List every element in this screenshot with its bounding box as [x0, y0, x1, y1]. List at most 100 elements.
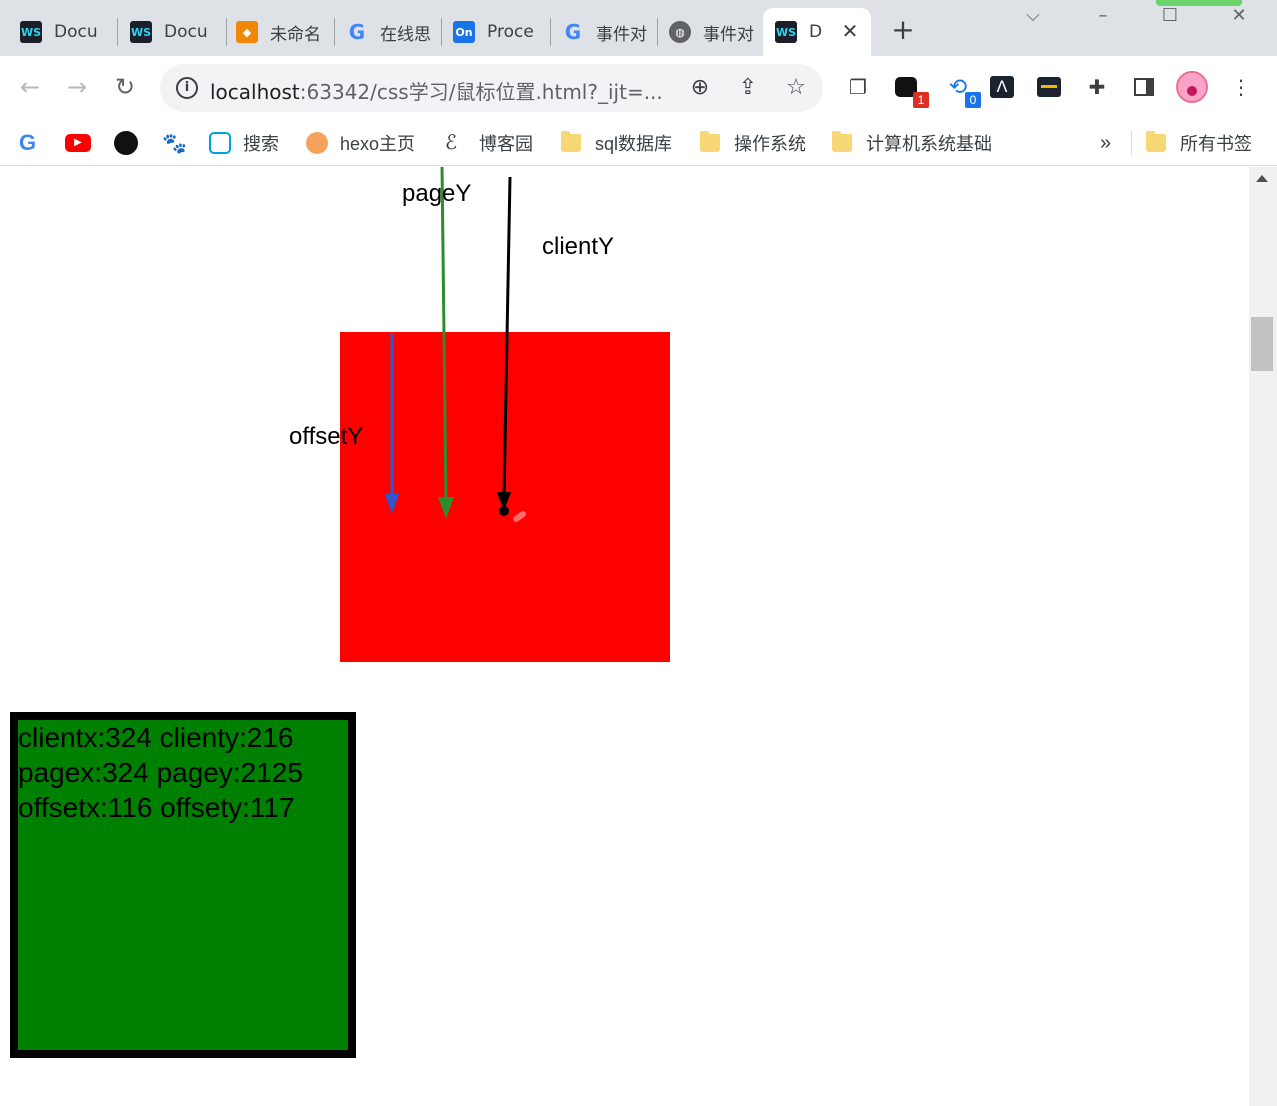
arch-icon[interactable]: Λ: [985, 70, 1019, 104]
tab-separator: [226, 18, 227, 46]
minimize-icon[interactable]: –: [1098, 5, 1108, 26]
page-y-arrow-line: [440, 167, 448, 506]
folder-glyph: [561, 131, 581, 152]
url-path: :63342/css学习/鼠标位置.html?_ijt=...: [299, 80, 663, 104]
scroll-up-arrow-icon[interactable]: [1256, 175, 1268, 182]
tab-5[interactable]: On Proce: [441, 8, 541, 56]
forward-icon[interactable]: →: [66, 73, 88, 101]
info-box: clientx:324 clienty:216 pagex:324 pagey:…: [10, 712, 356, 1058]
back-icon[interactable]: ←: [19, 73, 41, 101]
close-window-icon[interactable]: ✕: [1231, 5, 1247, 26]
google-icon: G: [348, 20, 366, 44]
bookmark-google[interactable]: G: [19, 129, 36, 157]
close-tab-icon[interactable]: ✕: [841, 19, 859, 43]
bookmarks-bar: G ▶ 🐾 搜索 hexo主页 ℰ 博客园 sql数据库 操作系统 计算机系统基…: [0, 120, 1277, 166]
tab-separator: [657, 18, 658, 46]
bookmarks-separator: [1131, 131, 1132, 155]
avatar-mouth: [1187, 86, 1197, 96]
screen-glyph: [1037, 77, 1061, 97]
client-y-label: clientY: [542, 233, 615, 260]
tab-separator: [117, 18, 118, 46]
all-bookmarks-folder[interactable]: 所有书签: [1146, 129, 1252, 157]
processon-icon: On: [453, 21, 475, 43]
google-icon: G: [564, 20, 582, 44]
bookmark-folder-csapp[interactable]: 计算机系统基础: [832, 129, 992, 157]
client-coords-text: clientx:324 clienty:216: [18, 722, 294, 753]
webstorm-icon: WS: [775, 21, 797, 43]
profile-avatar[interactable]: [1175, 70, 1209, 104]
offset-y-arrow: [385, 333, 399, 514]
tab-title: 事件对: [596, 24, 647, 45]
url-host: localhost: [210, 80, 300, 104]
tab-title: D: [809, 22, 823, 42]
bookmark-label: 博客园: [479, 134, 533, 154]
tab-2[interactable]: WS Docu: [118, 8, 218, 56]
tab-active[interactable]: WS D ✕: [763, 8, 871, 56]
folder-icon: [700, 131, 722, 154]
extension-2-icon[interactable]: ⟲ 0: [941, 70, 981, 108]
tab-title: Proce: [487, 22, 534, 42]
page-viewport[interactable]: clientx:324 clienty:216 pagex:324 pagey:…: [0, 167, 1249, 1106]
tab-separator: [550, 18, 551, 46]
tab-manager-icon[interactable]: ❐: [849, 75, 867, 99]
folder-glyph: [700, 131, 720, 152]
tab-title: 未命名: [270, 24, 321, 45]
offset-y-label: offsetY: [289, 423, 364, 450]
menu-icon[interactable]: ⋮: [1231, 75, 1251, 99]
new-tab-button[interactable]: +: [891, 13, 915, 46]
maximize-icon[interactable]: ☐: [1161, 5, 1179, 26]
zoom-icon[interactable]: ⊕: [690, 75, 710, 100]
vertical-scrollbar[interactable]: [1249, 167, 1277, 1106]
bookmark-youtube[interactable]: ▶: [65, 129, 91, 157]
tab-title: Docu: [54, 22, 98, 42]
page-y-arrow: [438, 167, 454, 519]
tab-3[interactable]: ◆ 未命名: [224, 8, 328, 56]
bookmarks-overflow-button[interactable]: »: [1100, 131, 1112, 154]
bookmark-github[interactable]: [114, 129, 138, 157]
site-info-icon[interactable]: i: [176, 77, 198, 99]
extension-1-icon[interactable]: 1: [889, 70, 929, 108]
bookmark-star-icon[interactable]: ☆: [786, 75, 806, 100]
tab-search-icon[interactable]: ⌵: [1026, 5, 1040, 26]
extensions-puzzle-icon[interactable]: ✚: [1088, 75, 1106, 99]
youtube-icon: ▶: [65, 134, 91, 152]
tab-7[interactable]: ◍ 事件对: [657, 8, 757, 56]
extension-badge: 1: [913, 92, 929, 108]
folder-icon: [561, 131, 583, 154]
tab-1[interactable]: WS Docu: [8, 8, 108, 56]
tab-strip: WS Docu WS Docu ◆ 未命名 G 在线思 On Proce G 事…: [0, 0, 1277, 56]
screen-extension-icon[interactable]: [1032, 70, 1066, 104]
bookmark-folder-os[interactable]: 操作系统: [700, 129, 806, 157]
bookmark-cnblogs[interactable]: ℰ 博客园: [445, 129, 533, 157]
bookmark-folder-sql[interactable]: sql数据库: [561, 129, 672, 157]
side-panel-icon[interactable]: [1127, 70, 1161, 104]
reload-icon[interactable]: ↻: [114, 73, 136, 101]
scroll-thumb[interactable]: [1251, 317, 1273, 371]
google-icon: G: [19, 130, 37, 155]
drawio-icon: ◆: [236, 21, 258, 43]
folder-icon: [832, 131, 854, 154]
bookmark-label: hexo主页: [340, 134, 416, 154]
folder-glyph: [832, 131, 852, 152]
screen-glyph-bar: [1041, 85, 1057, 88]
globe-icon: ◍: [669, 21, 691, 43]
tab-separator: [334, 18, 335, 46]
mouse-point: [499, 506, 509, 516]
github-icon: [114, 131, 138, 155]
tab-separator: [441, 18, 442, 46]
client-y-arrow-line: [502, 176, 512, 498]
tab-title: 在线思: [380, 24, 431, 45]
baidu-icon: 🐾: [162, 132, 187, 155]
tab-4[interactable]: G 在线思: [334, 8, 434, 56]
offset-y-arrow-head: [385, 494, 399, 514]
url-text[interactable]: localhost:63342/css学习/鼠标位置.html?_ijt=...: [210, 76, 663, 105]
bookmark-hexo[interactable]: hexo主页: [306, 129, 415, 157]
page-y-label: pageY: [402, 180, 472, 207]
share-icon[interactable]: ⇪: [738, 75, 758, 100]
address-bar[interactable]: i localhost:63342/css学习/鼠标位置.html?_ijt=.…: [160, 64, 823, 112]
tab-6[interactable]: G 事件对: [550, 8, 650, 56]
bookmark-baidu[interactable]: 🐾: [162, 129, 187, 157]
bookmark-search[interactable]: 搜索: [209, 129, 279, 157]
folder-icon: [1146, 131, 1168, 154]
toolbar: ← → ↻ i localhost:63342/css学习/鼠标位置.html?…: [0, 56, 1277, 120]
